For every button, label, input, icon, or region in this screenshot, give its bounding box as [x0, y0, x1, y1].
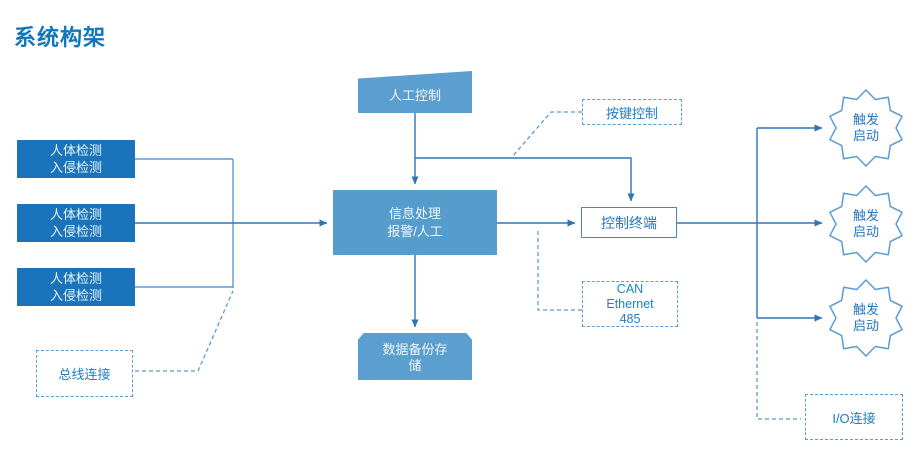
- trigger-1-line2: 启动: [852, 128, 879, 143]
- sensor-box-2-line2: 入侵检测: [49, 224, 102, 239]
- trigger-1-line1: 触发: [852, 112, 879, 127]
- sensor-box-3-line2: 入侵检测: [49, 288, 102, 303]
- bus-connection-label: 总线连接: [58, 367, 111, 382]
- protocol-line2: Ethernet: [606, 296, 654, 311]
- bus-connection-note: 总线连接: [36, 350, 133, 397]
- trigger-star-2: 触发 启动: [826, 184, 906, 264]
- keypad-control-note: 按键控制: [582, 99, 682, 125]
- trigger-star-3: 触发 启动: [826, 278, 906, 358]
- sensor-box-1-line1: 人体检测: [49, 143, 102, 158]
- data-backup-line1: 数据备份存: [382, 342, 448, 357]
- io-connection-label: I/O连接: [832, 410, 876, 426]
- sensor-box-3: 人体检测 入侵检测: [17, 268, 135, 306]
- starburst-icon: [829, 89, 903, 167]
- keypad-control-label: 按键控制: [605, 105, 658, 121]
- page-title: 系统构架: [14, 25, 107, 50]
- trigger-2-line2: 启动: [852, 224, 879, 239]
- control-terminal-label: 控制终端: [601, 214, 657, 231]
- control-terminal-box: 控制终端: [581, 207, 677, 238]
- protocol-note: CAN Ethernet 485: [582, 281, 678, 327]
- protocol-line1: CAN: [616, 281, 644, 296]
- starburst-icon: [829, 279, 903, 357]
- sensor-box-1: 人体检测 入侵检测: [17, 140, 135, 178]
- manual-control-label: 人工控制: [388, 88, 441, 103]
- trigger-star-1: 触发 启动: [826, 88, 906, 168]
- io-connection-note: I/O连接: [805, 394, 903, 440]
- processor-line2: 报警/人工: [387, 223, 443, 239]
- sensor-box-3-line1: 人体检测: [49, 271, 102, 286]
- processor-line1: 信息处理: [388, 205, 441, 221]
- sensor-box-2: 人体检测 入侵检测: [17, 204, 135, 242]
- protocol-line3: 485: [619, 311, 641, 326]
- sensor-box-1-line2: 入侵检测: [49, 160, 102, 175]
- trigger-2-line1: 触发: [852, 208, 879, 223]
- processor-box: 信息处理 报警/人工: [333, 190, 497, 255]
- sensor-box-2-line1: 人体检测: [49, 207, 102, 222]
- data-backup-shape: 数据备份存 储: [358, 333, 472, 380]
- trigger-3-line1: 触发: [852, 302, 879, 317]
- trigger-3-line2: 启动: [852, 318, 879, 333]
- data-backup-line2: 储: [408, 358, 422, 373]
- starburst-icon: [829, 185, 903, 263]
- manual-control-shape: 人工控制: [358, 71, 472, 113]
